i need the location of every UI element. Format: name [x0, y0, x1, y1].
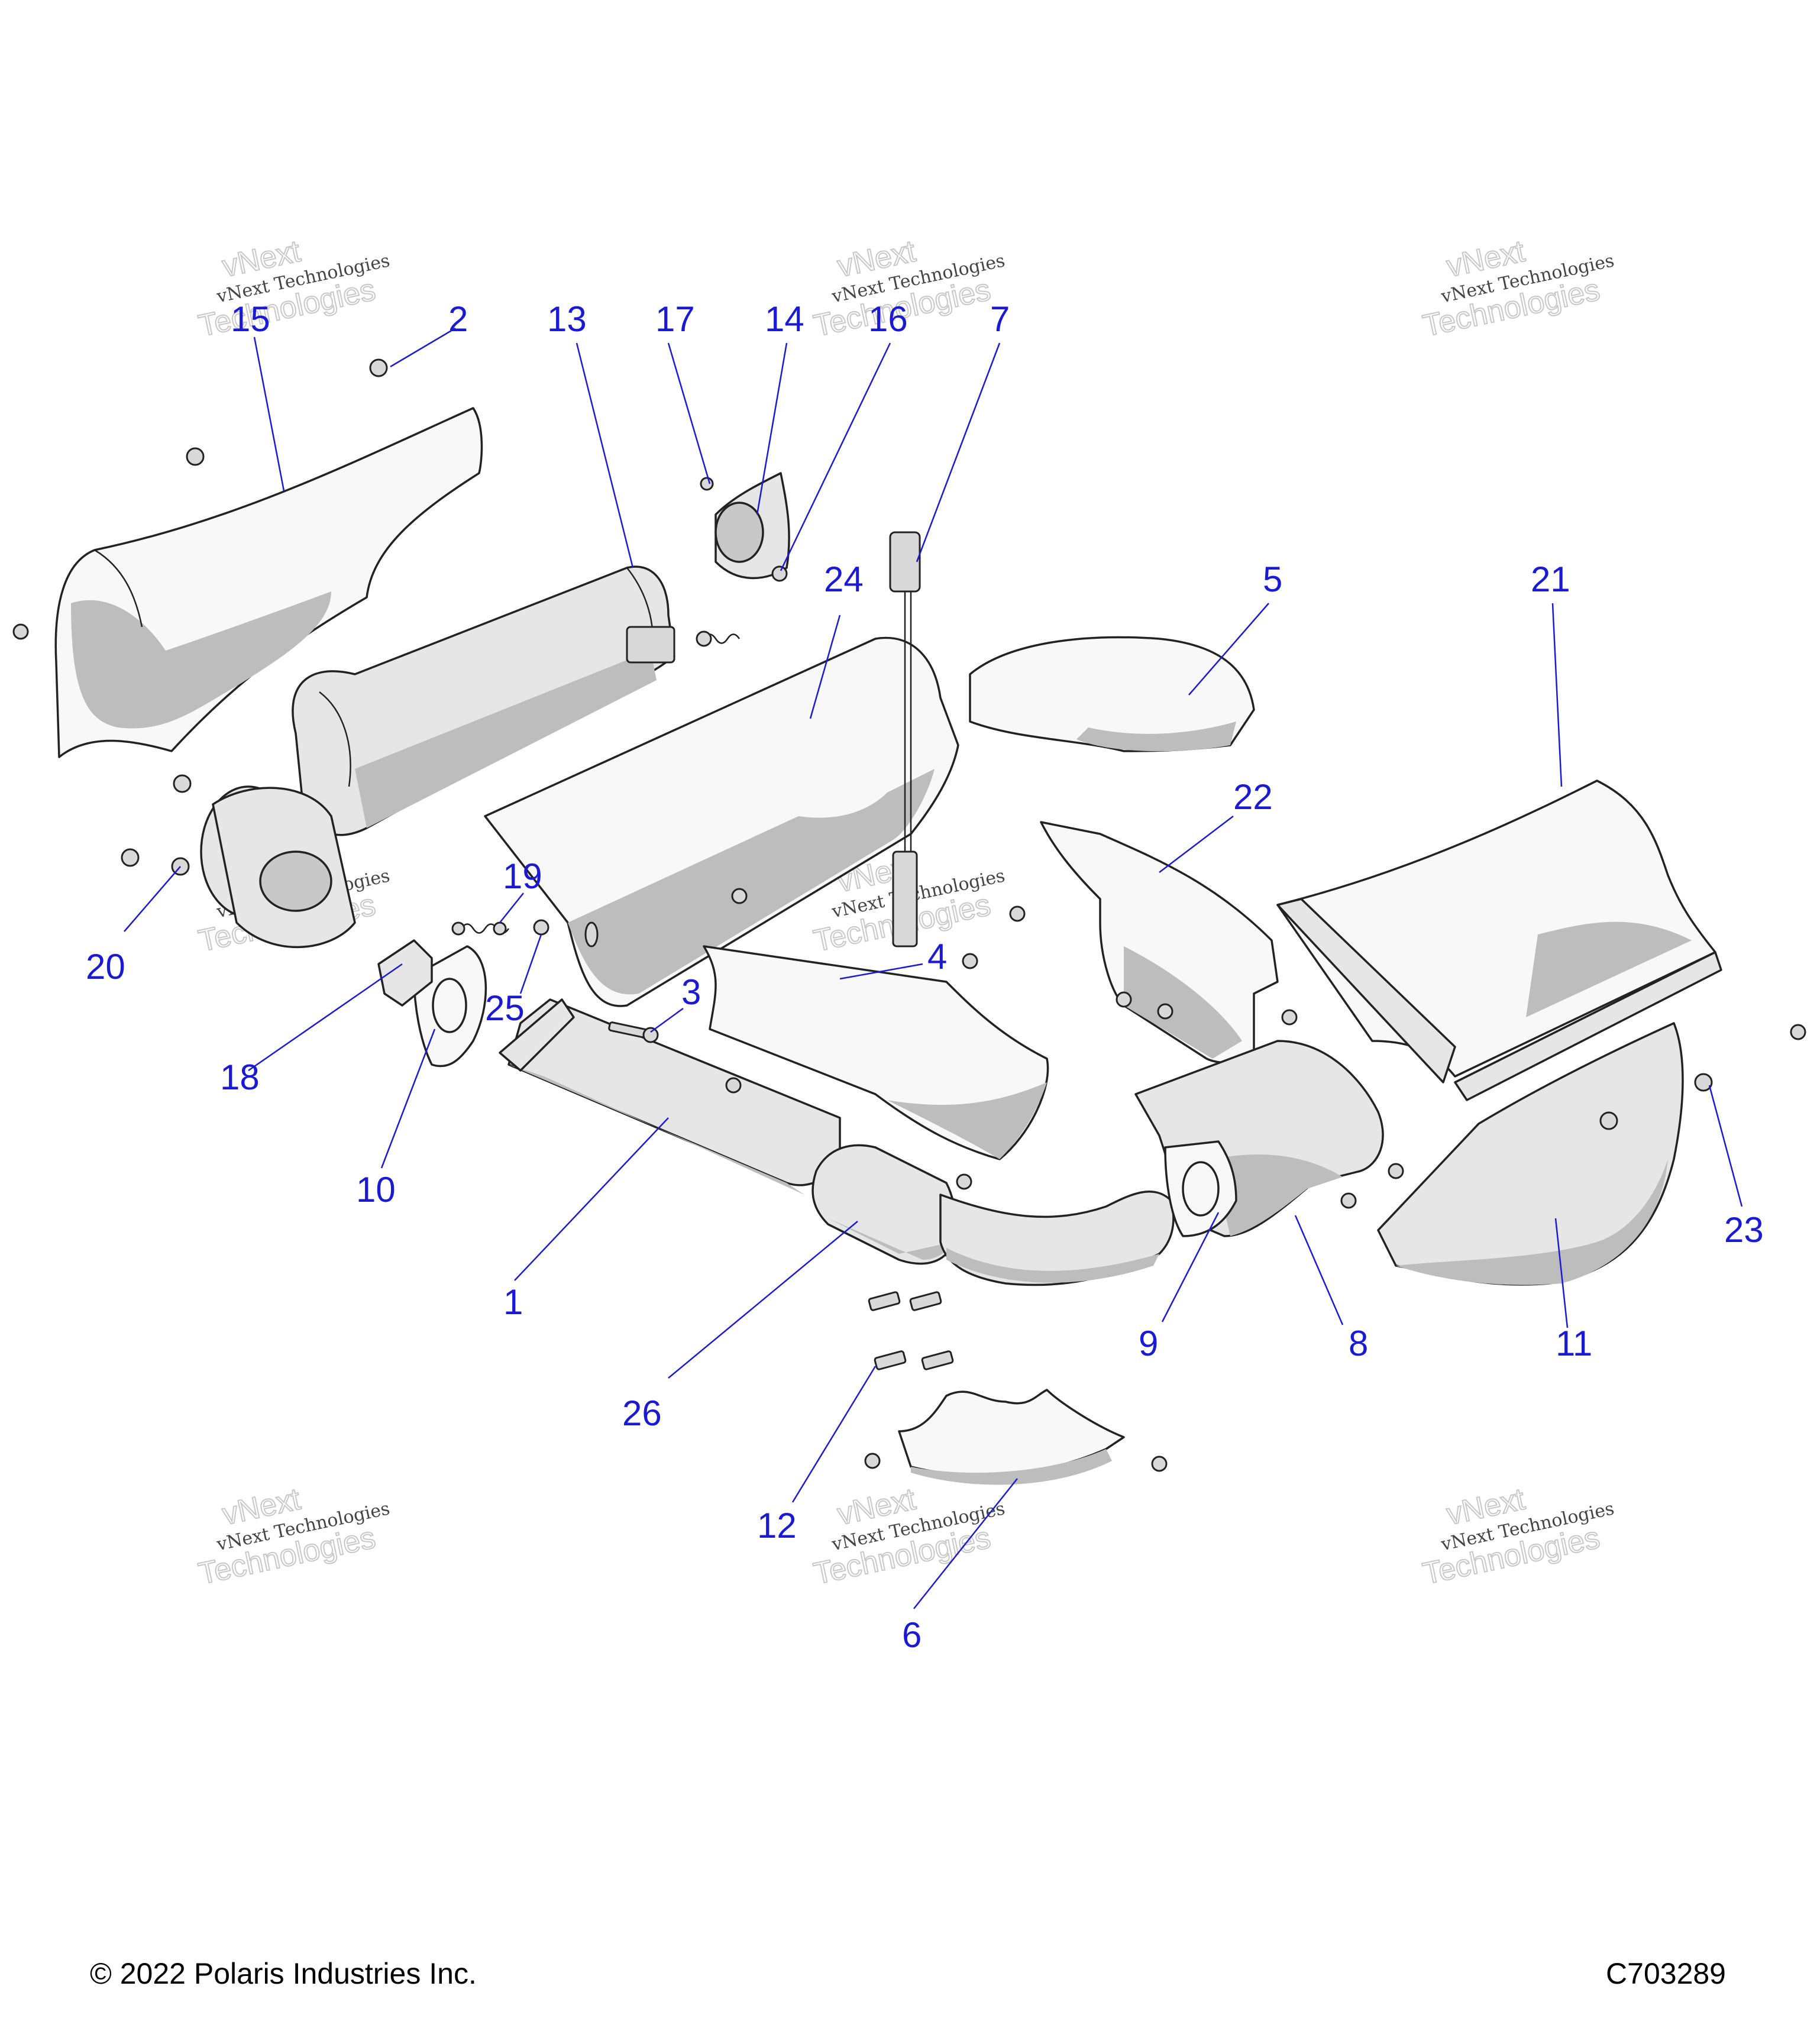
callout-2: 2: [448, 299, 468, 339]
part-2-nut: [369, 358, 388, 377]
part-17-clip: [700, 477, 714, 491]
watermark-bottom-right: vNext vNext Technologies Technologies: [1420, 1482, 1616, 1592]
callout-14: 14: [765, 299, 804, 339]
part-5-shield: [969, 636, 1255, 752]
callout-23: 23: [1724, 1210, 1764, 1250]
callout-22: 22: [1233, 777, 1273, 817]
part-23-bolt: [1694, 1073, 1713, 1092]
part-3-bolt: [608, 1021, 659, 1043]
callout-19: 19: [503, 856, 542, 896]
fasteners: [12, 358, 1806, 1472]
callout-9: 9: [1139, 1324, 1158, 1363]
callout-3: 3: [681, 972, 701, 1012]
part-12-bolts: [868, 1291, 954, 1370]
copyright-text: © 2022 Polaris Industries Inc.: [90, 1957, 477, 1990]
callout-12: 12: [757, 1506, 797, 1545]
callout-17: 17: [655, 299, 695, 339]
callouts: 15 2 13 17 14 16 7 24 5 21 22 19 4 20 3 …: [86, 299, 1764, 1655]
callout-24: 24: [824, 559, 864, 599]
part-19-spring: [451, 921, 510, 936]
callout-6: 6: [902, 1615, 922, 1655]
callout-16: 16: [868, 299, 908, 339]
leader-lines: [124, 327, 1743, 1609]
part-22-bracket-shield: [1040, 821, 1279, 1064]
part-7-o2-sensor: [889, 531, 921, 947]
part-26-catalytic-converter: [811, 1144, 956, 1265]
callout-11: 11: [1556, 1324, 1592, 1363]
part-24-heat-shield: [484, 636, 959, 1007]
watermark-top-left: vNext vNext Technologies Technologies: [195, 234, 392, 344]
callout-10: 10: [356, 1170, 396, 1209]
part-20-nut: [121, 848, 140, 867]
watermark-top-right: vNext vNext Technologies Technologies: [1420, 234, 1616, 344]
callout-8: 8: [1349, 1324, 1368, 1363]
callout-15: 15: [231, 299, 270, 339]
part-bent-pipe: [939, 1191, 1175, 1286]
callout-21: 21: [1531, 559, 1570, 599]
callout-13: 13: [547, 299, 587, 339]
part-4-lower-shield: [703, 945, 1049, 1160]
callout-1: 1: [503, 1282, 523, 1322]
part-11-side-shield: [1377, 1022, 1684, 1286]
callout-25: 25: [485, 988, 525, 1028]
callout-4: 4: [927, 937, 947, 976]
part-muffler-outlet: [200, 785, 356, 948]
callout-18: 18: [220, 1057, 260, 1097]
part-16-screw: [771, 565, 788, 582]
spring-center: [696, 630, 741, 647]
callout-7: 7: [990, 299, 1010, 339]
diagram-code: C703289: [1606, 1957, 1726, 1990]
part-13-muffler: [292, 565, 675, 836]
callout-26: 26: [622, 1393, 662, 1433]
part-18-rubber-mount: [377, 939, 433, 1007]
callout-5: 5: [1263, 559, 1282, 599]
part-14-end-cap: [714, 472, 790, 580]
part-21-large-shield: [1276, 780, 1722, 1101]
part-15-muffler-heat-shield: [54, 407, 483, 758]
callout-20: 20: [86, 947, 125, 987]
part-6-bottom-shield: [898, 1389, 1125, 1485]
part-25-bolt: [533, 919, 549, 936]
watermark-bottom-left: vNext vNext Technologies Technologies: [195, 1482, 392, 1592]
